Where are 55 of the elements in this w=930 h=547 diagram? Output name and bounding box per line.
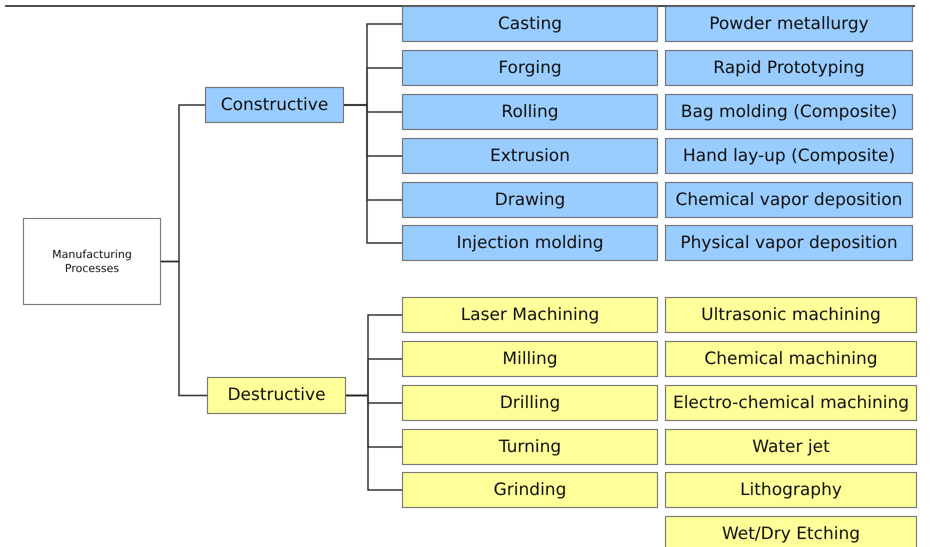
node-label: Chemical vapor deposition: [676, 190, 902, 210]
node-label: Ultrasonic machining: [701, 304, 881, 326]
connector-line: [344, 104, 402, 244]
process-box: [665, 472, 917, 508]
node-label: Constructive: [220, 94, 328, 116]
node-label: Drawing: [494, 190, 566, 210]
node-label: Extrusion: [490, 146, 570, 166]
process-box: [665, 138, 913, 174]
node-label: Manufacturing Processes: [51, 248, 133, 275]
process-box: [665, 94, 913, 130]
node-label: Forging: [498, 58, 562, 78]
process-box: [665, 341, 917, 377]
node-label: Hand lay-up (Composite): [682, 146, 896, 166]
root-box: [23, 218, 161, 305]
node-label: Milling: [502, 348, 558, 370]
node-label: Laser Machining: [460, 304, 600, 326]
connector-line: [161, 260, 207, 396]
process-box: [665, 429, 917, 465]
process-box: [402, 341, 658, 377]
process-box: [665, 297, 917, 333]
node-label: Injection molding: [456, 232, 604, 254]
process-box: [665, 225, 913, 261]
process-box: [402, 138, 658, 174]
node-label: Bag molding (Composite): [680, 102, 898, 122]
process-box: [402, 472, 658, 508]
process-box: [665, 6, 913, 42]
process-box: [665, 385, 917, 421]
node-label: Turning: [498, 436, 562, 458]
node-label: Powder metallurgy: [709, 14, 869, 34]
process-box: [205, 87, 344, 123]
node-label: Rapid Prototyping: [713, 58, 865, 78]
process-box: [665, 516, 917, 547]
node-label: Electro-chemical machining: [672, 392, 910, 414]
process-box: [402, 6, 658, 42]
node-label: Chemical machining: [704, 348, 878, 370]
node-label: Casting: [498, 14, 562, 34]
node-label: Lithography: [740, 480, 842, 500]
process-box: [402, 297, 658, 333]
process-box: [402, 182, 658, 218]
process-box: [402, 50, 658, 86]
process-box: [402, 225, 658, 261]
process-box: [402, 385, 658, 421]
connector-line: [346, 394, 402, 491]
process-box: [665, 182, 913, 218]
node-label: Water jet: [752, 436, 830, 458]
node-label: Drilling: [500, 392, 560, 414]
process-box: [207, 377, 346, 414]
node-label: Grinding: [494, 480, 566, 500]
process-box: [402, 429, 658, 465]
node-label: Rolling: [501, 102, 559, 122]
node-label: Wet/Dry Etching: [722, 524, 860, 544]
node-label: Physical vapor deposition: [680, 232, 898, 254]
process-box: [665, 50, 913, 86]
node-label: Destructive: [227, 385, 326, 406]
process-box: [402, 94, 658, 130]
